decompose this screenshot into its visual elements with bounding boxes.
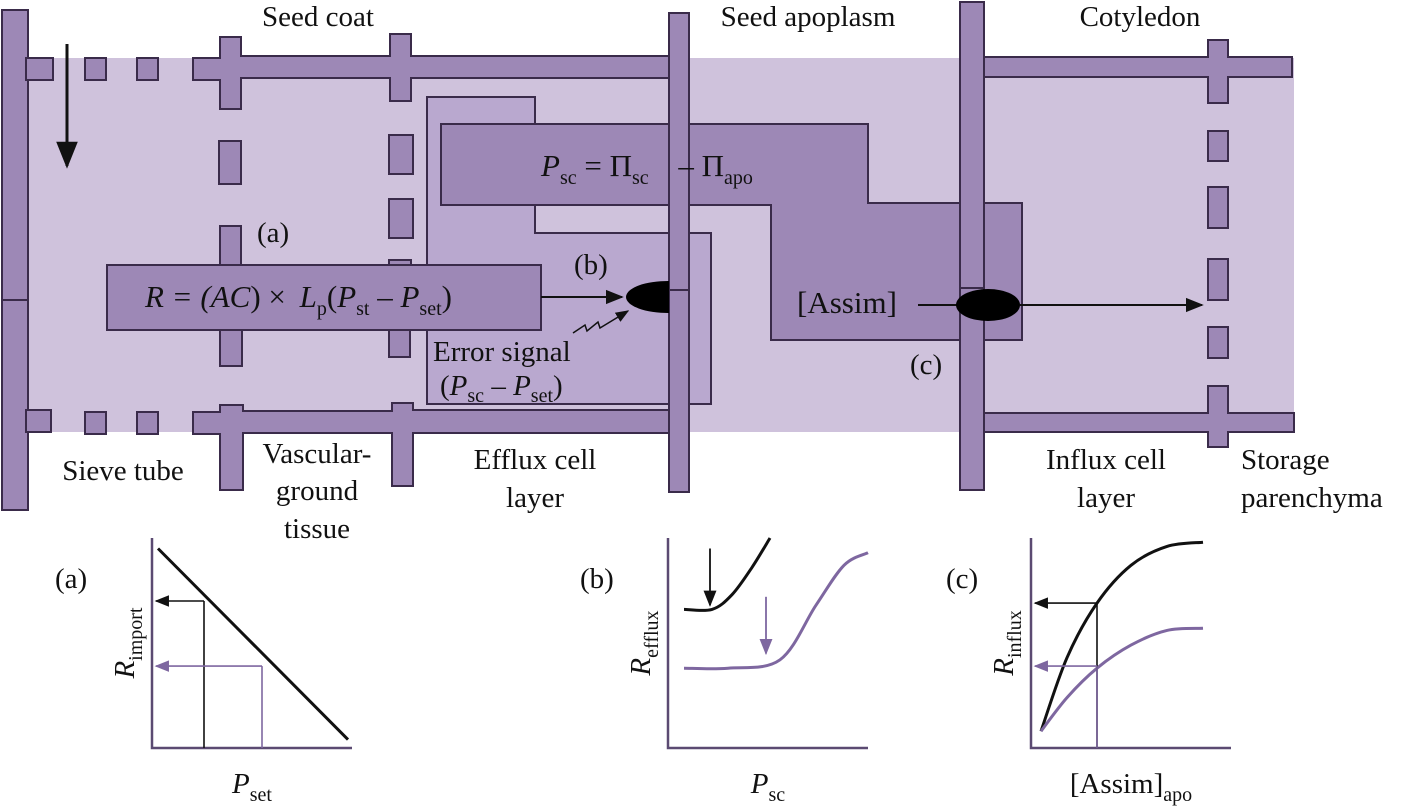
marker-b: (b) bbox=[574, 249, 608, 281]
assim-label: [Assim] bbox=[797, 285, 897, 320]
cotyledon-bottom-wall bbox=[983, 385, 1295, 448]
import-equation: R = (AC) × Lp(Pst – Pset) bbox=[144, 279, 452, 320]
y-axis-label: Rinflux bbox=[988, 610, 1026, 677]
label-storage-1: Storage bbox=[1241, 444, 1330, 476]
plasmodesma-segment bbox=[218, 140, 242, 185]
import-equation-box bbox=[106, 264, 542, 331]
plasmodesma-segment bbox=[1207, 186, 1229, 229]
wall-stub bbox=[25, 409, 52, 433]
series-efflux-low bbox=[683, 551, 869, 671]
axes bbox=[150, 538, 352, 750]
panel-label: (b) bbox=[580, 563, 614, 595]
label-sieve-tube: Sieve tube bbox=[62, 455, 184, 487]
sieve-tube-wall-left-lower bbox=[1, 299, 29, 511]
axes bbox=[666, 538, 868, 750]
series-influx-high bbox=[1039, 540, 1204, 732]
marker-a: (a) bbox=[257, 217, 289, 249]
x-axis-label: [Assim]apo bbox=[1070, 768, 1192, 806]
label-efflux-2: layer bbox=[506, 482, 564, 514]
plasmodesma-segment bbox=[1207, 130, 1229, 162]
influx-transporter-icon bbox=[956, 289, 1020, 321]
x-axis-label: Psc bbox=[750, 768, 786, 806]
turgor-equation: Psc = Πsc – Πapo bbox=[540, 148, 753, 189]
sieve-tube-wall-left bbox=[1, 9, 29, 311]
y-axis-label: Rimport bbox=[109, 607, 147, 679]
label-vascular-ground-1: Vascular- bbox=[263, 438, 372, 470]
axes bbox=[1029, 538, 1231, 750]
cotyledon-top-wall bbox=[983, 39, 1293, 104]
label-influx-1: Influx cell bbox=[1046, 444, 1166, 476]
panel-label: (a) bbox=[55, 563, 87, 595]
plasmodesma-top bbox=[84, 57, 107, 81]
chart-panel-a: (a) Pset Rimport bbox=[55, 538, 352, 806]
label-seed-coat: Seed coat bbox=[262, 1, 374, 33]
series-influx-low bbox=[1039, 626, 1204, 733]
plasmodesma-segment bbox=[388, 134, 414, 175]
plasmodesma-segment bbox=[219, 329, 243, 367]
plasmodesma-segment bbox=[388, 198, 414, 239]
plasmodesma-segment bbox=[1207, 326, 1229, 359]
plasmodesma-segment bbox=[388, 329, 411, 358]
efflux-wall-lower bbox=[668, 289, 690, 493]
chart-panel-c: (c) [Assim]apo Rinflux bbox=[946, 538, 1231, 806]
influx-wall bbox=[959, 1, 985, 291]
marker-c: (c) bbox=[910, 349, 942, 381]
label-cotyledon: Cotyledon bbox=[1080, 1, 1201, 33]
label-seed-apoplasm: Seed apoplasm bbox=[721, 1, 896, 33]
error-signal-formula: (Psc – Pset) bbox=[440, 370, 563, 407]
panel-label: (c) bbox=[946, 563, 978, 595]
label-vascular-ground-3: tissue bbox=[284, 513, 350, 545]
turgor-equation-box bbox=[440, 123, 1023, 341]
label-vascular-ground-2: ground bbox=[276, 475, 359, 507]
efflux-transporter-icon bbox=[626, 280, 669, 314]
label-storage-2: parenchyma bbox=[1241, 482, 1383, 514]
series-efflux-high bbox=[683, 537, 772, 612]
label-influx-2: layer bbox=[1077, 482, 1135, 514]
plasmodesma-bottom bbox=[84, 411, 107, 435]
wall-stub bbox=[25, 57, 54, 81]
error-signal-arrow bbox=[572, 310, 630, 334]
plasmodesma-segment bbox=[1207, 258, 1229, 301]
error-signal-label: Error signal bbox=[433, 336, 571, 368]
y-axis-label: Refflux bbox=[625, 610, 663, 676]
x-axis-label: Pset bbox=[231, 768, 272, 806]
chart-panel-b: (b) Psc Refflux bbox=[580, 537, 869, 806]
series-import-rate bbox=[156, 547, 350, 741]
plasmodesma-top bbox=[136, 57, 159, 81]
plasmodesma-bottom bbox=[136, 411, 159, 435]
influx-wall-lower bbox=[959, 287, 985, 491]
label-efflux-1: Efflux cell bbox=[474, 444, 597, 476]
